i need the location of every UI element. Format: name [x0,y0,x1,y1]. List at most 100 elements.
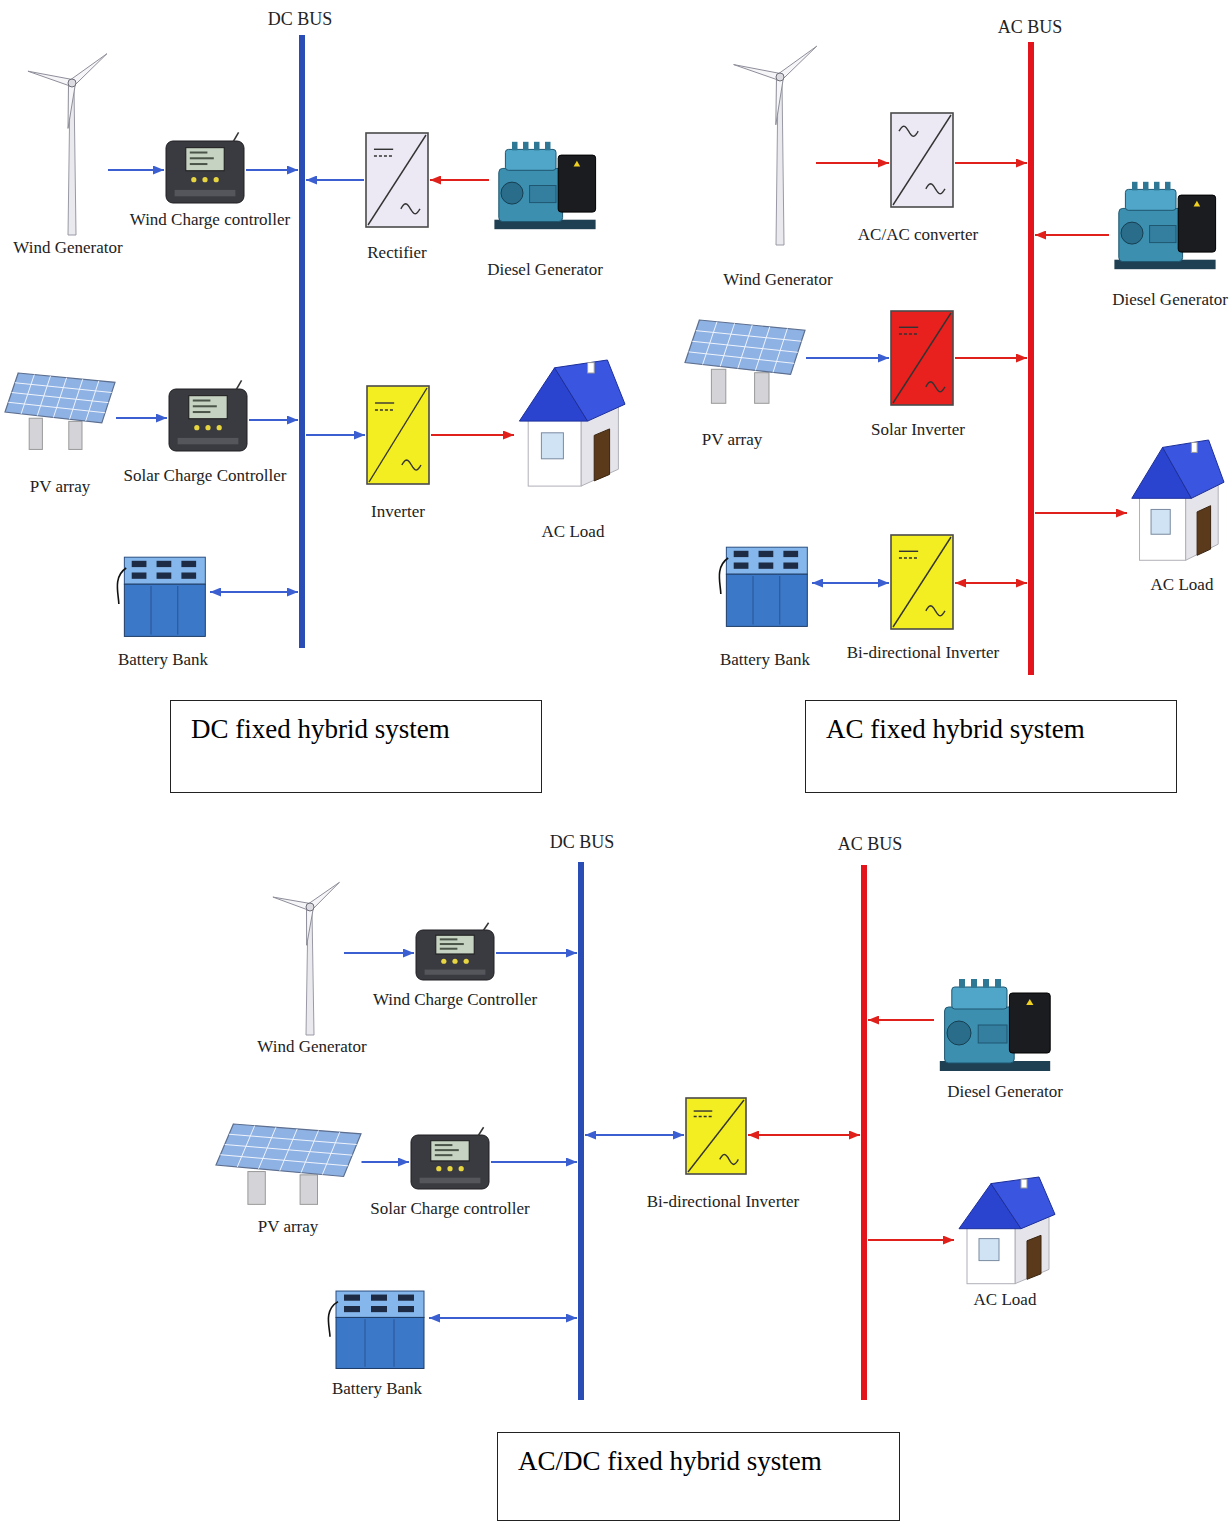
screen-line [193,400,211,402]
engine-head [1125,189,1176,210]
screen-line [193,405,217,407]
connector-arrow [430,179,489,181]
battery-front [726,574,807,626]
dc-symbol [694,1116,713,1117]
connector-arrow [955,582,1027,584]
component-label: Solar Inverter [871,420,965,440]
warning-mark [574,160,581,166]
battery-cap [734,551,749,557]
engine-head [505,149,556,170]
dc-symbol [694,1110,713,1111]
bus-line [299,35,305,648]
connector-arrow [806,357,889,359]
panel-drawing [5,373,115,449]
turbine-blade [28,71,73,86]
battery-bank-node: Battery Bank [328,1284,428,1399]
conv-drawing [891,113,953,207]
connector-arrow [491,1161,577,1163]
component-label: Solar Charge Controller [123,466,286,486]
load-house-node: AC Load [955,1177,1055,1310]
connector-arrow [585,1134,684,1136]
panel-icon [685,320,805,405]
house-chimney [588,363,595,373]
panel-surface [5,373,115,423]
engine-flywheel [1121,222,1143,244]
battery-divider [364,1319,365,1367]
house-window [979,1239,999,1261]
panel-surface [216,1124,361,1176]
connector-arrow [249,419,298,421]
turbine-blade [273,897,311,910]
component-label: Bi-directional Inverter [847,643,999,663]
converter-box [891,311,953,405]
panel-drawing [685,320,805,403]
house-roof [1163,440,1224,498]
controller-body [166,141,244,203]
generator-box [1178,195,1215,252]
battery-bank-node: Battery Bank [719,540,811,670]
turbine-hub [68,79,76,87]
component-label: Battery Bank [118,650,208,670]
screen-line [435,1149,459,1151]
converter-diagonal [688,1100,744,1172]
conv-drawing [366,133,428,227]
battery-cap [371,1306,387,1312]
battery-divider [150,586,151,635]
bus-line [861,865,867,1400]
connector-arrow [1035,512,1127,514]
battery-cap [157,573,172,579]
battery-cable [328,1302,338,1337]
dc-symbol [899,333,918,334]
conv-drawing [686,1098,746,1174]
component-label: Battery Bank [720,650,810,670]
engine-cylinder [545,141,551,150]
caption-text: AC/DC fixed hybrid system [498,1433,899,1477]
charger-icon [168,388,248,452]
turbine-hub [306,903,314,911]
conv-icon [685,1097,747,1175]
connector-arrow [306,434,365,436]
controller-button [464,959,469,964]
controller-terminals [178,438,239,444]
charger-drawing [166,132,244,203]
ac-symbol [899,126,918,136]
controller-button [191,177,196,182]
wind-turbine-node: Wind Generator [13,45,122,258]
connector-arrow [816,162,889,164]
house-front [528,415,581,487]
battery-icon [328,1284,428,1372]
charger-drawing [169,380,247,451]
engine-cylinder [523,141,529,150]
screen-line [440,948,458,950]
bus-label: DC BUS [550,832,615,854]
battery-divider [177,586,178,635]
turbine-blade [306,907,313,946]
engine-flywheel [947,1021,971,1045]
screen-line [190,163,208,165]
diesel-drawing [494,141,595,228]
generator-box [558,155,595,212]
house-roof [991,1177,1055,1229]
connector-arrow [955,357,1027,359]
engine-detail [1150,225,1176,242]
converter-box [891,535,953,629]
engine-cylinder [1154,181,1160,190]
converter-box [891,113,953,207]
charger-drawing [411,1127,489,1189]
battery-cable [117,568,126,604]
battery-front [124,584,205,636]
component-label: PV array [30,477,91,497]
ac-symbol [926,184,945,194]
panel-icon [5,373,115,451]
dc-symbol [374,149,393,150]
engine-cylinder [971,979,977,988]
component-label: AC/AC converter [858,225,978,245]
screen-line [190,157,214,159]
connector-arrow [868,1239,954,1241]
controller-terminals [425,970,486,975]
component-label: Solar Charge controller [370,1199,529,1219]
converter-node: Bi-directional Inverter [847,534,999,663]
dc-symbol [899,551,918,552]
bus-label: DC BUS [268,9,333,31]
ac-symbol [402,460,421,470]
